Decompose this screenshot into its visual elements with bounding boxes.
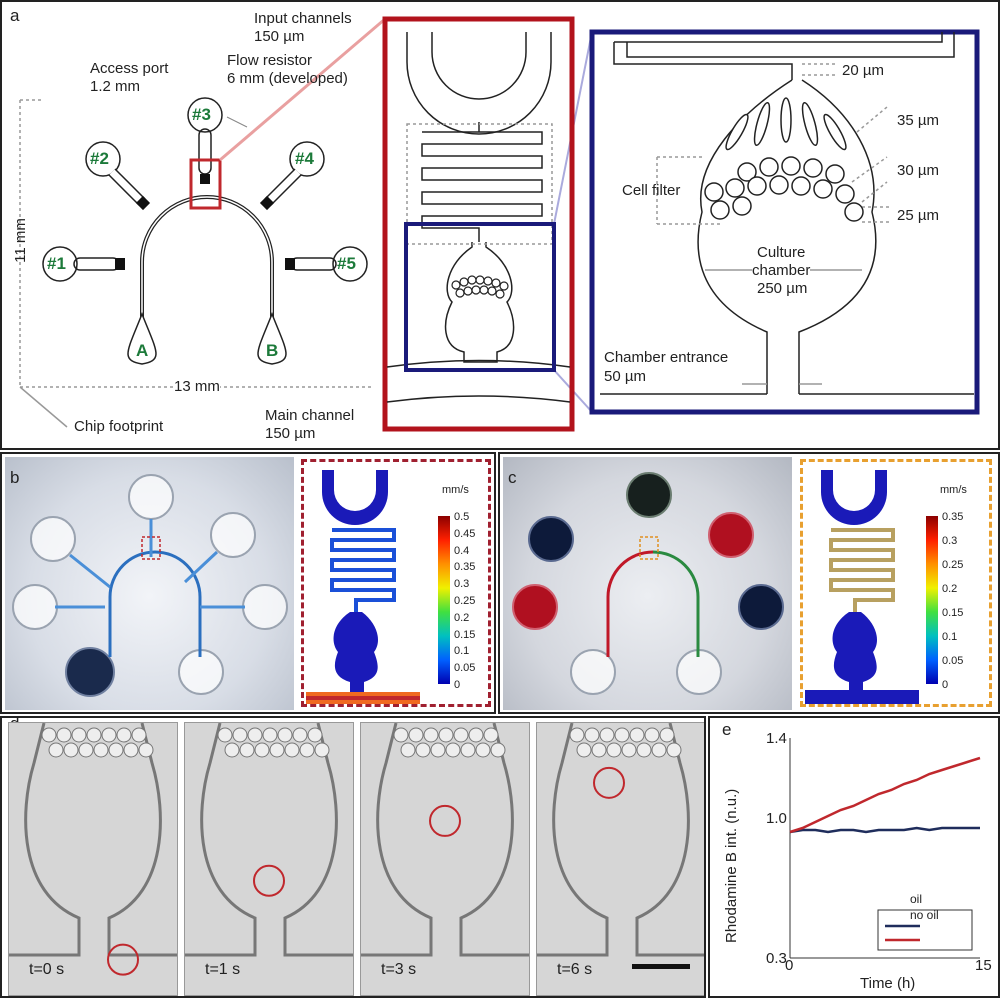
- scale-bar: [632, 964, 690, 969]
- legend-label: no oil: [910, 908, 939, 922]
- tracked-cell-circle: [429, 804, 461, 837]
- panel-a: a: [0, 0, 1000, 450]
- y-tick-label: 0.3: [766, 950, 787, 967]
- panel-c: c mm/s 0.35 0.3 0.25 0.2 0.15 0.1 0.05 0: [498, 452, 1000, 714]
- time-frame: t=0 s: [8, 722, 178, 996]
- port-2-label: #2: [90, 149, 109, 168]
- port-4-label: #4: [295, 149, 314, 168]
- panel-d: d t=0 st=1 st=3 st=6 s: [0, 716, 706, 998]
- label-chamber-size: 250 µm: [757, 280, 808, 297]
- label-main-channel: Main channel: [265, 407, 355, 424]
- colorbar-b-tick: 0.35: [454, 561, 476, 574]
- label-25um: 25 µm: [897, 207, 939, 224]
- colorbar-b-tick: 0.2: [454, 611, 470, 624]
- outlet-a-label: A: [136, 341, 149, 360]
- panel-b: b mm/s 0.5 0.45 0.4 0.35 0.3 0.25 0.2 0.15 0.1 0.…: [0, 452, 496, 714]
- simulation-c: [800, 459, 992, 707]
- label-width-dim: 13 mm: [174, 378, 220, 395]
- label-culture: Culture: [757, 244, 806, 261]
- colorbar-c-tick: 0.15: [942, 607, 964, 619]
- chip-photo-c: [503, 457, 792, 710]
- label-chamber-entrance-size: 50 µm: [604, 368, 646, 385]
- label-chamber: chamber: [752, 262, 811, 279]
- simulation-b-drawing: [306, 470, 420, 704]
- x-tick-label: 15: [975, 957, 992, 974]
- y-tick-label: 1.0: [766, 810, 787, 827]
- frame-time-label: t=6 s: [557, 961, 593, 978]
- panel-a-label: a: [10, 6, 20, 25]
- colorbar-b-tick: 0.15: [454, 628, 476, 641]
- colorbar-c-tick: 0.35: [942, 511, 964, 523]
- colorbar-c: [926, 516, 938, 684]
- panel-b-label: b: [10, 468, 20, 487]
- chip-photo-b: [5, 457, 294, 710]
- colorbar-c-tick: 0.25: [942, 559, 964, 571]
- tracked-cell-circle: [107, 943, 139, 976]
- photo-b-drawing: [12, 474, 288, 697]
- frame-time-label: t=0 s: [29, 961, 65, 978]
- colorbar-c-tick: 0.1: [942, 631, 958, 643]
- chip-schematic: [19, 16, 980, 432]
- photo-c-drawing: [512, 472, 784, 695]
- chamber-image: [361, 722, 529, 957]
- series-line: [789, 826, 980, 834]
- x-axis-label: Time (h): [860, 975, 915, 992]
- label-20um: 20 µm: [842, 62, 884, 79]
- frame-time-label: t=3 s: [381, 961, 417, 978]
- chamber-image: [185, 722, 353, 957]
- panel-c-label: c: [508, 468, 517, 487]
- colorbar-b-unit: mm/s: [442, 484, 469, 496]
- time-frame: t=6 s: [536, 722, 704, 996]
- frame-time-label: t=1 s: [205, 961, 241, 978]
- label-35um: 35 µm: [897, 112, 939, 129]
- colorbar-c-tick: 0: [942, 679, 949, 691]
- port-1-label: #1: [47, 254, 66, 273]
- simulation-b: [301, 459, 491, 707]
- label-30um: 30 µm: [897, 162, 939, 179]
- label-access-port-size: 1.2 mm: [90, 78, 141, 95]
- simulation-c-drawing: [805, 470, 919, 704]
- legend-label: oil: [910, 892, 922, 906]
- label-input-channels: Input channels: [254, 10, 352, 27]
- chamber-image: [537, 722, 704, 957]
- time-frame: t=3 s: [360, 722, 530, 996]
- colorbar-b-tick: 0.1: [454, 645, 470, 658]
- colorbar-b-tick: 0.45: [454, 527, 476, 540]
- tracked-cell-circle: [593, 766, 625, 799]
- label-flow-resistor: Flow resistor: [227, 52, 313, 69]
- colorbar-b-tick: 0.3: [454, 578, 470, 591]
- chamber-image: [9, 722, 177, 976]
- x-tick-label: 0: [785, 957, 793, 974]
- legend-box: [877, 909, 973, 951]
- label-input-channels-size: 150 µm: [254, 28, 305, 45]
- colorbar-c-tick: 0.2: [942, 583, 958, 595]
- y-tick-label: 1.4: [766, 730, 787, 747]
- label-height-dim: 11 mm: [11, 218, 29, 263]
- outlet-b-label: B: [266, 341, 279, 360]
- colorbar-b-tick: 0.05: [454, 662, 476, 675]
- colorbar-b-tick: 0.5: [454, 511, 470, 523]
- series-line: [789, 756, 981, 834]
- label-cell-filter: Cell filter: [622, 182, 681, 199]
- label-main-channel-size: 150 µm: [265, 425, 316, 442]
- label-access-port: Access port: [90, 60, 169, 77]
- label-flow-resistor-length: 6 mm (developed): [227, 70, 348, 87]
- time-frame: t=1 s: [184, 722, 354, 996]
- colorbar-b: [438, 516, 450, 684]
- label-chamber-entrance: Chamber entrance: [604, 349, 729, 366]
- colorbar-b-tick: 0: [454, 679, 461, 691]
- colorbar-c-tick: 0.05: [942, 655, 964, 667]
- panel-e-label: e: [722, 720, 732, 739]
- label-chip-footprint: Chip footprint: [74, 418, 164, 435]
- tracked-cell-circle: [253, 864, 285, 897]
- port-3-label: #3: [192, 105, 211, 124]
- colorbar-c-unit: mm/s: [940, 484, 967, 496]
- port-5-label: #5: [337, 254, 356, 273]
- colorbar-c-tick: 0.3: [942, 535, 958, 547]
- colorbar-b-tick: 0.4: [454, 544, 470, 557]
- colorbar-b-tick: 0.25: [454, 595, 476, 607]
- y-axis-label: Rhodamine B int. (n.u.): [723, 789, 740, 943]
